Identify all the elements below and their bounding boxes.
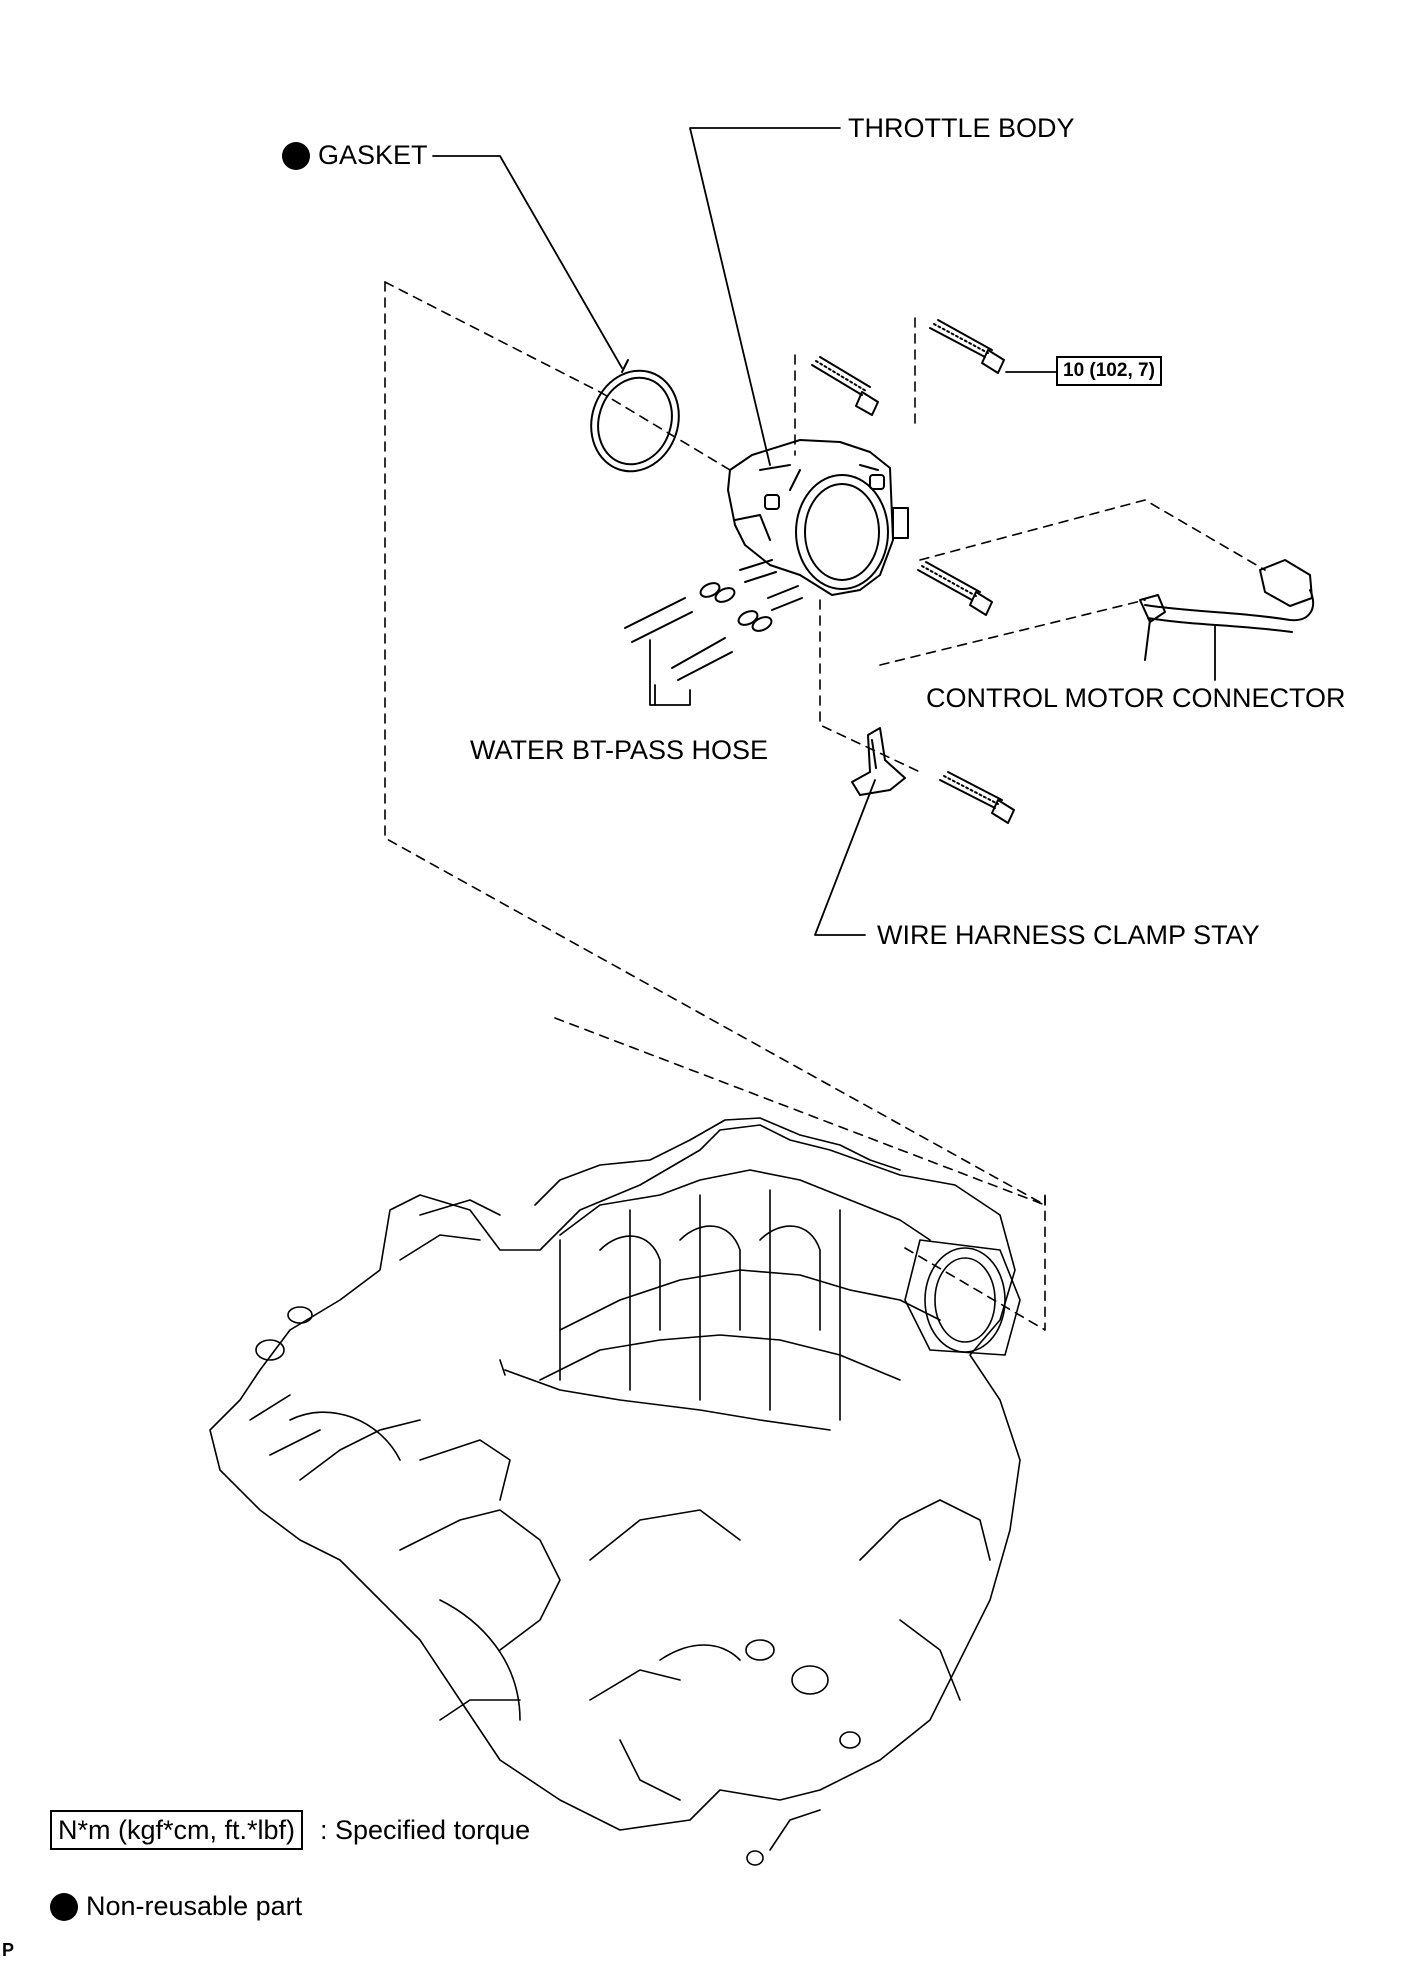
throttle-body-part bbox=[727, 439, 909, 596]
bolt-upper-right bbox=[929, 319, 1005, 374]
water-bypass-hose-label: WATER BT-PASS HOSE bbox=[470, 735, 769, 765]
engine-intake-manifold bbox=[209, 1117, 1021, 1866]
assembly-guide-lines bbox=[384, 281, 1266, 1331]
gasket-part bbox=[590, 359, 680, 473]
water-bypass-hose-part bbox=[624, 559, 803, 681]
bolt-middle bbox=[917, 561, 993, 616]
control-motor-connector-label: CONTROL MOTOR CONNECTOR bbox=[926, 683, 1346, 713]
torque-spec-box: 10 (102, 7) bbox=[1056, 356, 1162, 386]
non-reusable-legend-label: Non-reusable part bbox=[86, 1891, 303, 1921]
leader-lines bbox=[432, 127, 1216, 936]
non-reusable-legend-icon bbox=[50, 1893, 78, 1921]
gasket-label: GASKET bbox=[318, 140, 428, 170]
corner-mark: P bbox=[2, 1940, 15, 1960]
bolt-lower bbox=[939, 771, 1015, 824]
throttle-body-label: THROTTLE BODY bbox=[848, 113, 1075, 143]
torque-legend-box: N*m (kgf*cm, ft.*lbf) bbox=[50, 1810, 304, 1850]
torque-legend-description: : Specified torque bbox=[320, 1815, 531, 1845]
bolt-upper-left bbox=[811, 356, 879, 416]
non-reusable-marker-icon bbox=[282, 142, 310, 170]
control-motor-connector-part bbox=[1139, 559, 1315, 661]
wire-harness-clamp-stay-label: WIRE HARNESS CLAMP STAY bbox=[877, 920, 1260, 950]
wire-harness-clamp-stay-part bbox=[851, 727, 906, 796]
